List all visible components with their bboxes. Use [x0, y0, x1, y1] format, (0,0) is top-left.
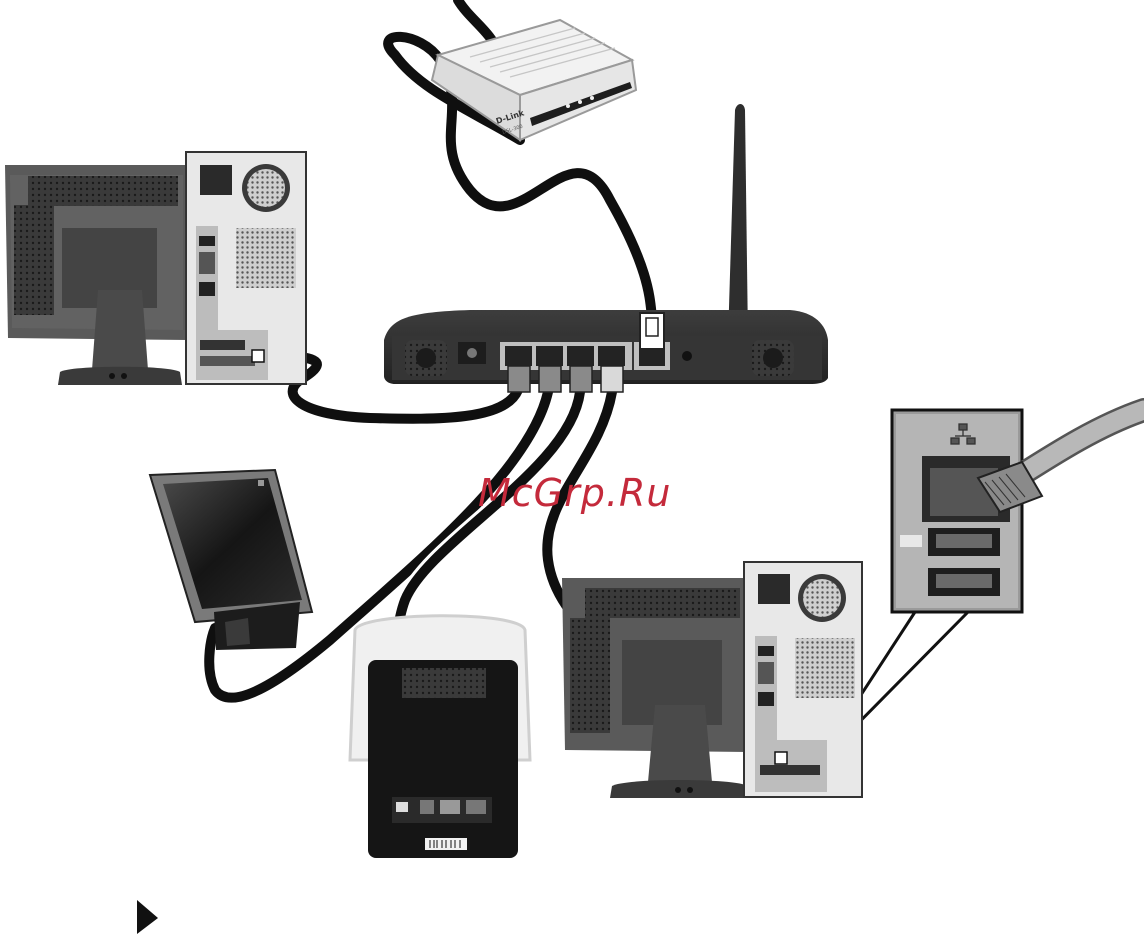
- pc-tower-right: [744, 562, 862, 797]
- monitor-left-back: [5, 165, 188, 385]
- ethernet-port-zoom-inset: [892, 410, 1144, 612]
- all-in-one-pc: [350, 616, 530, 858]
- play-triangle-icon: [137, 900, 158, 934]
- dsl-modem-icon: D-Link DSL-300: [432, 20, 636, 140]
- pc-tower-left: [186, 152, 306, 384]
- watermark-text: McGrp.Ru: [478, 474, 671, 512]
- monitor-right-back: [562, 578, 750, 798]
- tablet-pc: [150, 470, 312, 650]
